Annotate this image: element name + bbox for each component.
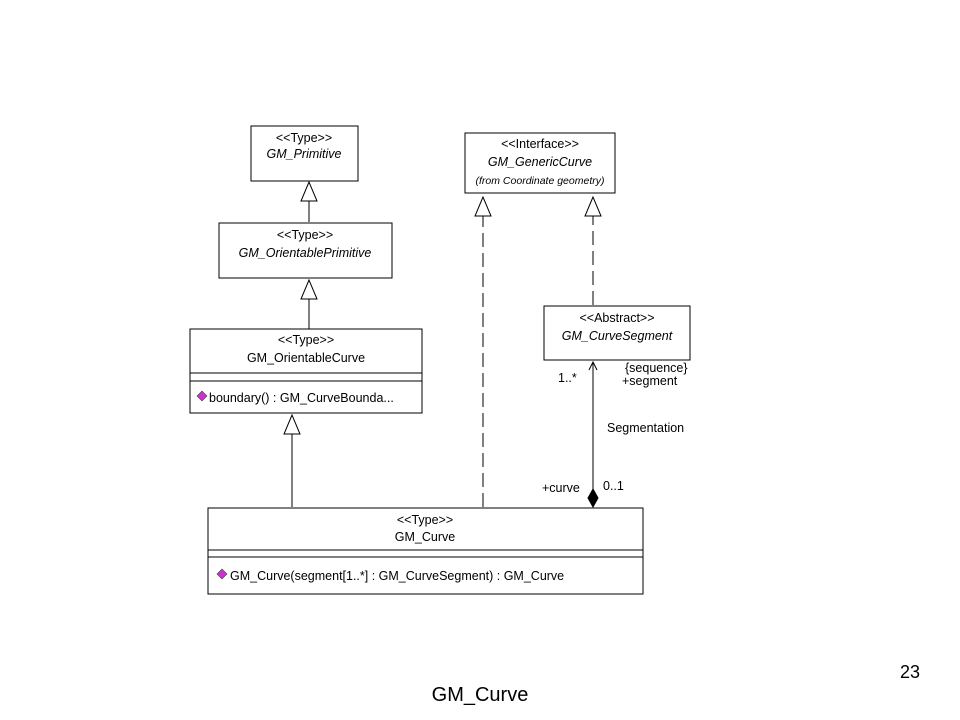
class-name: GM_OrientableCurve bbox=[247, 351, 365, 365]
segment-multiplicity: 1..* bbox=[558, 371, 577, 385]
class-stereotype: <<Interface>> bbox=[501, 137, 579, 151]
class-name: GM_GenericCurve bbox=[488, 155, 592, 169]
class-name: GM_Curve bbox=[395, 530, 455, 544]
operation-icon bbox=[216, 568, 228, 580]
class-package-note: (from Coordinate geometry) bbox=[476, 175, 605, 187]
operation-icon-shape bbox=[196, 390, 208, 402]
operation-icon bbox=[196, 390, 208, 402]
class-stereotype: <<Abstract>> bbox=[579, 311, 654, 325]
operation-icon-shape bbox=[216, 568, 228, 580]
class-name: GM_Primitive bbox=[266, 147, 341, 161]
curve-role: +curve bbox=[542, 481, 580, 495]
operation-constructor: GM_Curve(segment[1..*] : GM_CurveSegment… bbox=[230, 569, 564, 583]
class-name: GM_OrientablePrimitive bbox=[239, 246, 372, 260]
class-gm-orientable-curve[interactable] bbox=[189, 328, 423, 414]
segment-role: +segment bbox=[622, 374, 678, 388]
class-stereotype: <<Type>> bbox=[278, 333, 334, 347]
generalization-arrowhead bbox=[300, 278, 318, 300]
class-gm-primitive[interactable] bbox=[250, 125, 359, 182]
association-name: Segmentation bbox=[607, 421, 684, 435]
navigability-arrowhead bbox=[588, 360, 598, 371]
generalization-arrowhead bbox=[300, 180, 318, 202]
realization-arrowhead bbox=[474, 195, 492, 217]
class-stereotype: <<Type>> bbox=[276, 131, 332, 145]
class-gm-generic-curve[interactable] bbox=[464, 132, 616, 194]
generalization-arrowhead bbox=[283, 413, 301, 435]
class-stereotype: <<Type>> bbox=[397, 513, 453, 527]
class-stereotype: <<Type>> bbox=[277, 228, 333, 242]
curve-multiplicity: 0..1 bbox=[603, 479, 624, 493]
class-gm-orientable-primitive[interactable] bbox=[218, 222, 393, 279]
realization-arrowhead bbox=[584, 195, 602, 217]
class-gm-curve[interactable] bbox=[207, 507, 644, 595]
class-gm-curve-segment[interactable] bbox=[543, 305, 691, 361]
slide-caption: GM_Curve bbox=[431, 684, 529, 706]
composition-diamond bbox=[587, 487, 599, 509]
segment-constraint: {sequence} bbox=[625, 361, 688, 375]
class-name: GM_CurveSegment bbox=[562, 329, 673, 343]
operation-boundary: boundary() : GM_CurveBounda... bbox=[209, 391, 394, 405]
page-number: 23 bbox=[899, 662, 920, 682]
